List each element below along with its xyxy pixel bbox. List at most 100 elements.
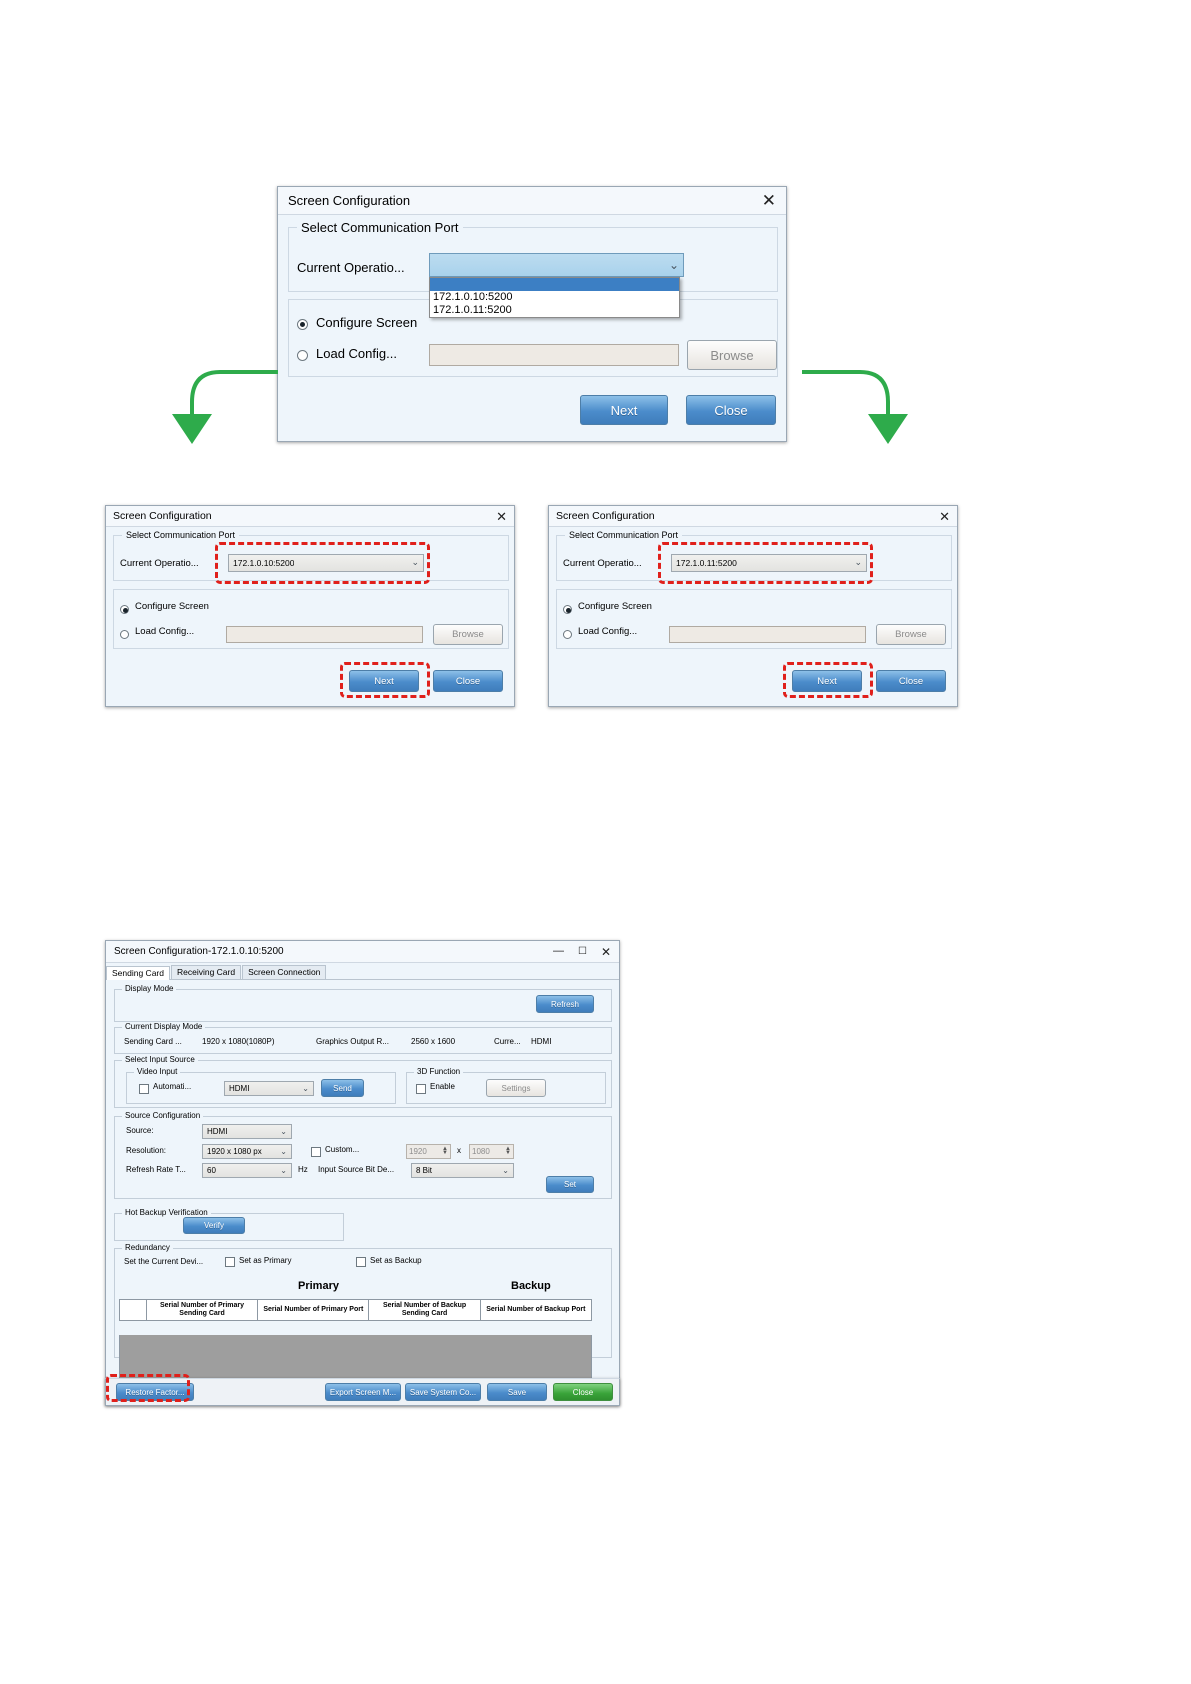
close-button[interactable]: Close bbox=[433, 670, 503, 692]
arrow-left-icon bbox=[172, 370, 278, 444]
dropdown-option-172-1-0-10[interactable]: 172.1.0.10:5200 bbox=[433, 291, 513, 303]
save-button[interactable]: Save bbox=[487, 1383, 547, 1401]
browse-button[interactable]: Browse bbox=[687, 340, 777, 370]
custom-resolution-label: Custom... bbox=[325, 1145, 360, 1154]
communication-port-combobox[interactable]: 172.1.0.11:5200 ⌄ bbox=[671, 554, 867, 572]
column-index bbox=[119, 1298, 147, 1322]
communication-port-dropdown[interactable]: 172.1.0.10:5200 172.1.0.11:5200 bbox=[429, 277, 680, 318]
close-icon[interactable]: ✕ bbox=[939, 508, 950, 524]
load-config-radio[interactable] bbox=[563, 630, 572, 639]
redundancy-table-body[interactable] bbox=[119, 1335, 592, 1379]
automatic-checkbox[interactable] bbox=[139, 1084, 149, 1094]
dropdown-option-blank[interactable] bbox=[430, 278, 679, 291]
browse-button[interactable]: Browse bbox=[876, 624, 946, 645]
set-as-backup-checkbox[interactable] bbox=[356, 1257, 366, 1267]
communication-port-combobox[interactable]: ⌄ bbox=[429, 253, 684, 277]
spinner-arrows-icon[interactable]: ▲▼ bbox=[442, 1146, 448, 1156]
spinner-arrows-icon[interactable]: ▲▼ bbox=[505, 1146, 511, 1156]
load-config-path-input[interactable] bbox=[669, 626, 866, 643]
verify-button[interactable]: Verify bbox=[183, 1217, 245, 1234]
dialog-titlebar: Screen Configuration ✕ bbox=[278, 187, 786, 215]
dialog-titlebar: Screen Configuration ✕ bbox=[549, 506, 957, 527]
dialog-title: Screen Configuration bbox=[556, 510, 655, 522]
redundancy-label: Redundancy bbox=[122, 1243, 173, 1252]
load-config-label: Load Config... bbox=[135, 626, 195, 637]
close-icon[interactable]: ✕ bbox=[496, 508, 507, 524]
sending-card-resolution-value: 1920 x 1080(1080P) bbox=[202, 1037, 275, 1046]
next-button[interactable]: Next bbox=[792, 670, 862, 692]
video-input-source-combobox[interactable]: HDMI ⌄ bbox=[224, 1081, 314, 1096]
maximize-icon[interactable]: ☐ bbox=[577, 945, 587, 957]
set-label: Set bbox=[563, 1180, 576, 1189]
refresh-rate-combobox[interactable]: 60 ⌄ bbox=[202, 1163, 292, 1178]
load-config-radio[interactable] bbox=[297, 350, 308, 361]
set-as-primary-checkbox[interactable] bbox=[225, 1257, 235, 1267]
tab-receiving-card[interactable]: Receiving Card bbox=[170, 965, 242, 979]
restore-factory-label: Restore Factor... bbox=[125, 1387, 185, 1397]
load-config-path-input[interactable] bbox=[226, 626, 423, 643]
close-button[interactable]: Close bbox=[686, 395, 776, 425]
screen-configuration-dialog-left: Screen Configuration ✕ Select Communicat… bbox=[105, 505, 515, 707]
arrow-right-icon bbox=[802, 370, 908, 444]
configure-screen-radio[interactable] bbox=[120, 605, 129, 614]
configure-screen-radio[interactable] bbox=[297, 319, 308, 330]
custom-height-spinner[interactable]: 1080 ▲▼ bbox=[469, 1144, 514, 1159]
dialog-title: Screen Configuration bbox=[288, 193, 411, 208]
dropdown-option-172-1-0-11[interactable]: 172.1.0.11:5200 bbox=[433, 304, 512, 316]
graphics-output-label: Graphics Output R... bbox=[316, 1037, 389, 1046]
chevron-down-icon: ⌄ bbox=[302, 1083, 309, 1093]
automatic-label: Automati... bbox=[153, 1082, 192, 1091]
close-label: Close bbox=[898, 675, 924, 687]
select-input-source-group: Select Input Source bbox=[114, 1055, 612, 1108]
export-screen-label: Export Screen M... bbox=[329, 1387, 397, 1397]
primary-heading: Primary bbox=[298, 1280, 339, 1292]
configure-screen-label: Configure Screen bbox=[316, 315, 418, 330]
set-current-device-label: Set the Current Devi... bbox=[124, 1257, 204, 1266]
custom-resolution-checkbox[interactable] bbox=[311, 1147, 321, 1157]
tab-bar: Sending Card Receiving Card Screen Conne… bbox=[106, 963, 619, 980]
settings-label: Settings bbox=[501, 1083, 531, 1093]
load-config-radio[interactable] bbox=[120, 630, 129, 639]
load-config-path-input[interactable] bbox=[429, 344, 679, 366]
load-config-label: Load Config... bbox=[578, 626, 638, 637]
custom-width-spinner[interactable]: 1920 ▲▼ bbox=[406, 1144, 451, 1159]
resolution-label: Resolution: bbox=[126, 1146, 167, 1155]
resolution-combobox[interactable]: 1920 x 1080 px ⌄ bbox=[202, 1144, 292, 1159]
close-button[interactable]: Close bbox=[553, 1383, 613, 1401]
3d-enable-label: Enable bbox=[430, 1082, 455, 1091]
restore-factory-button[interactable]: Restore Factor... bbox=[116, 1383, 194, 1401]
close-icon[interactable]: ✕ bbox=[600, 944, 611, 959]
set-source-button[interactable]: Set bbox=[546, 1176, 594, 1193]
source-configuration-group: Source Configuration bbox=[114, 1111, 612, 1199]
3d-settings-button[interactable]: Settings bbox=[486, 1079, 546, 1097]
next-button[interactable]: Next bbox=[349, 670, 419, 692]
refresh-rate-label: Refresh Rate T... bbox=[126, 1165, 186, 1174]
save-system-config-button[interactable]: Save System Co... bbox=[405, 1383, 481, 1401]
source-value: HDMI bbox=[207, 1127, 228, 1136]
send-input-source-button[interactable]: Send bbox=[321, 1079, 364, 1097]
tab-screen-connection[interactable]: Screen Connection bbox=[242, 965, 327, 979]
close-label: Close bbox=[572, 1387, 594, 1397]
communication-port-combobox[interactable]: 172.1.0.10:5200 ⌄ bbox=[228, 554, 424, 572]
configure-screen-radio[interactable] bbox=[563, 605, 572, 614]
browse-button[interactable]: Browse bbox=[433, 624, 503, 645]
bit-depth-combobox[interactable]: 8 Bit ⌄ bbox=[411, 1163, 514, 1178]
next-button[interactable]: Next bbox=[580, 395, 668, 425]
screen-configuration-dialog-top: Screen Configuration ✕ Select Communicat… bbox=[277, 186, 787, 442]
minimize-icon[interactable]: — bbox=[552, 945, 564, 957]
source-label: Source: bbox=[126, 1126, 154, 1135]
communication-port-value: 172.1.0.11:5200 bbox=[676, 558, 737, 568]
group-label: Select Communication Port bbox=[297, 220, 463, 235]
export-screen-button[interactable]: Export Screen M... bbox=[325, 1383, 401, 1401]
refresh-display-mode-button[interactable]: Refresh bbox=[536, 995, 594, 1013]
3d-function-group: 3D Function bbox=[406, 1067, 606, 1104]
save-label: Save bbox=[507, 1387, 527, 1397]
column-primary-port: Serial Number of Primary Port bbox=[257, 1298, 370, 1322]
bit-depth-value: 8 Bit bbox=[416, 1166, 433, 1175]
current-source-label: Curre... bbox=[494, 1037, 521, 1046]
tab-sending-card[interactable]: Sending Card bbox=[106, 966, 170, 980]
3d-enable-checkbox[interactable] bbox=[416, 1084, 426, 1094]
close-icon[interactable]: ✕ bbox=[761, 191, 776, 210]
close-button[interactable]: Close bbox=[876, 670, 946, 692]
source-combobox[interactable]: HDMI ⌄ bbox=[202, 1124, 292, 1139]
